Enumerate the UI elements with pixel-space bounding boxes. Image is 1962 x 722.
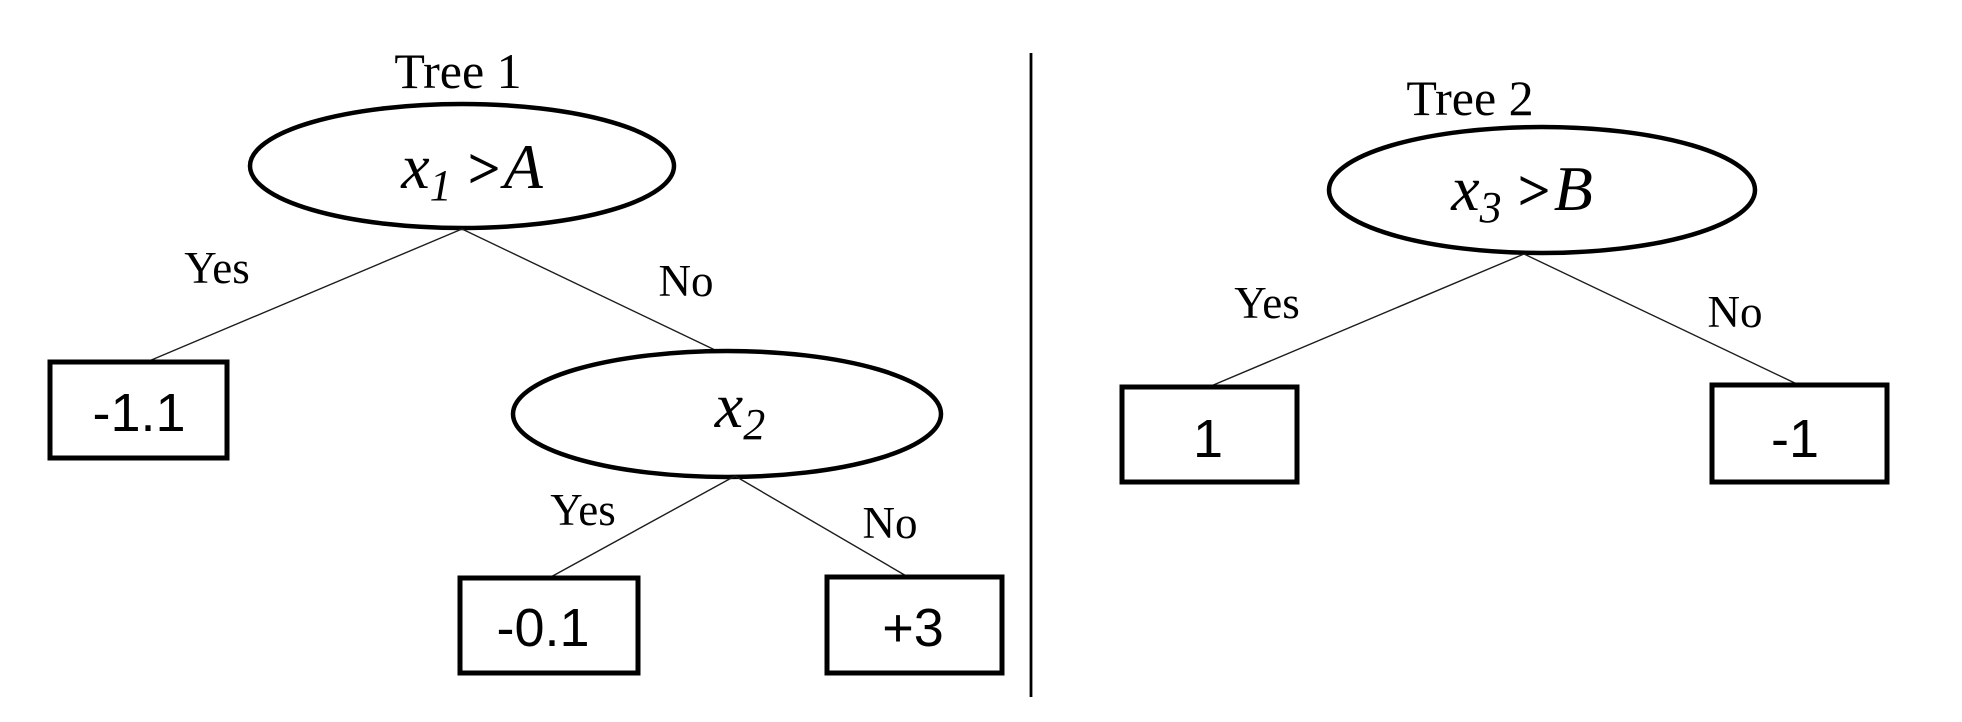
tree1-root-no-label: No [659,256,714,306]
tree2-root-threshold: B [1554,153,1593,224]
tree1-child-node-label: x2 [714,370,765,449]
tree2-no-label: No [1708,287,1763,337]
tree2-no-edge [1523,253,1800,386]
tree2-yes-edge [1210,253,1525,387]
tree1-title: Tree 1 [394,43,521,99]
tree1: Tree 1 x1>A Yes No -1.1 x2 Yes No -0.1 [47,43,1005,676]
tree1-child-leaf-no-value: +3 [882,598,944,658]
tree2-root-subscript: 3 [1479,183,1502,232]
tree1-child-yes-edge [548,475,736,579]
tree2-root-var: x [1450,153,1479,224]
tree1-root-subscript: 1 [430,161,452,210]
tree2-root-node-label: x3 >B [1450,153,1593,232]
tree2-root-operator: > [1518,158,1551,223]
tree1-child-leaf-yes-value: -0.1 [496,598,589,658]
tree1-leaf-yes-box [47,359,230,461]
tree2-leaf-no-box [1709,382,1890,485]
tree2-yes-label: Yes [1234,278,1299,328]
tree1-root-yes-label: Yes [184,243,249,293]
tree1-child-subscript: 2 [743,400,765,449]
tree1-root-no-edge [461,228,716,351]
tree1-child-var: x [714,370,743,441]
tree1-child-leaf-no-box [824,574,1005,676]
tree1-child-node-ellipse [510,348,944,480]
tree2: Tree 2 x3 >B Yes No 1 -1 [1119,70,1890,485]
tree2-title: Tree 2 [1406,70,1533,126]
tree2-leaf-no-value: -1 [1771,409,1819,469]
tree1-child-leaf-yes-box [457,575,641,676]
tree1-child-no-label: No [863,498,918,548]
tree2-root-node-ellipse [1326,124,1758,256]
tree2-leaf-yes-box [1119,384,1300,485]
tree1-child-no-edge [734,475,909,578]
tree1-root-var: x [400,131,429,202]
tree1-child-yes-label: Yes [550,485,615,535]
tree1-root-yes-edge [148,228,463,362]
tree1-root-node-ellipse [247,101,677,231]
tree1-root-threshold: A [500,131,544,202]
tree1-root-operator: > [468,136,501,201]
tree2-leaf-yes-value: 1 [1193,409,1223,469]
tree1-root-node-label: x1 >A [400,131,543,210]
tree1-leaf-yes-value: -1.1 [92,383,185,443]
